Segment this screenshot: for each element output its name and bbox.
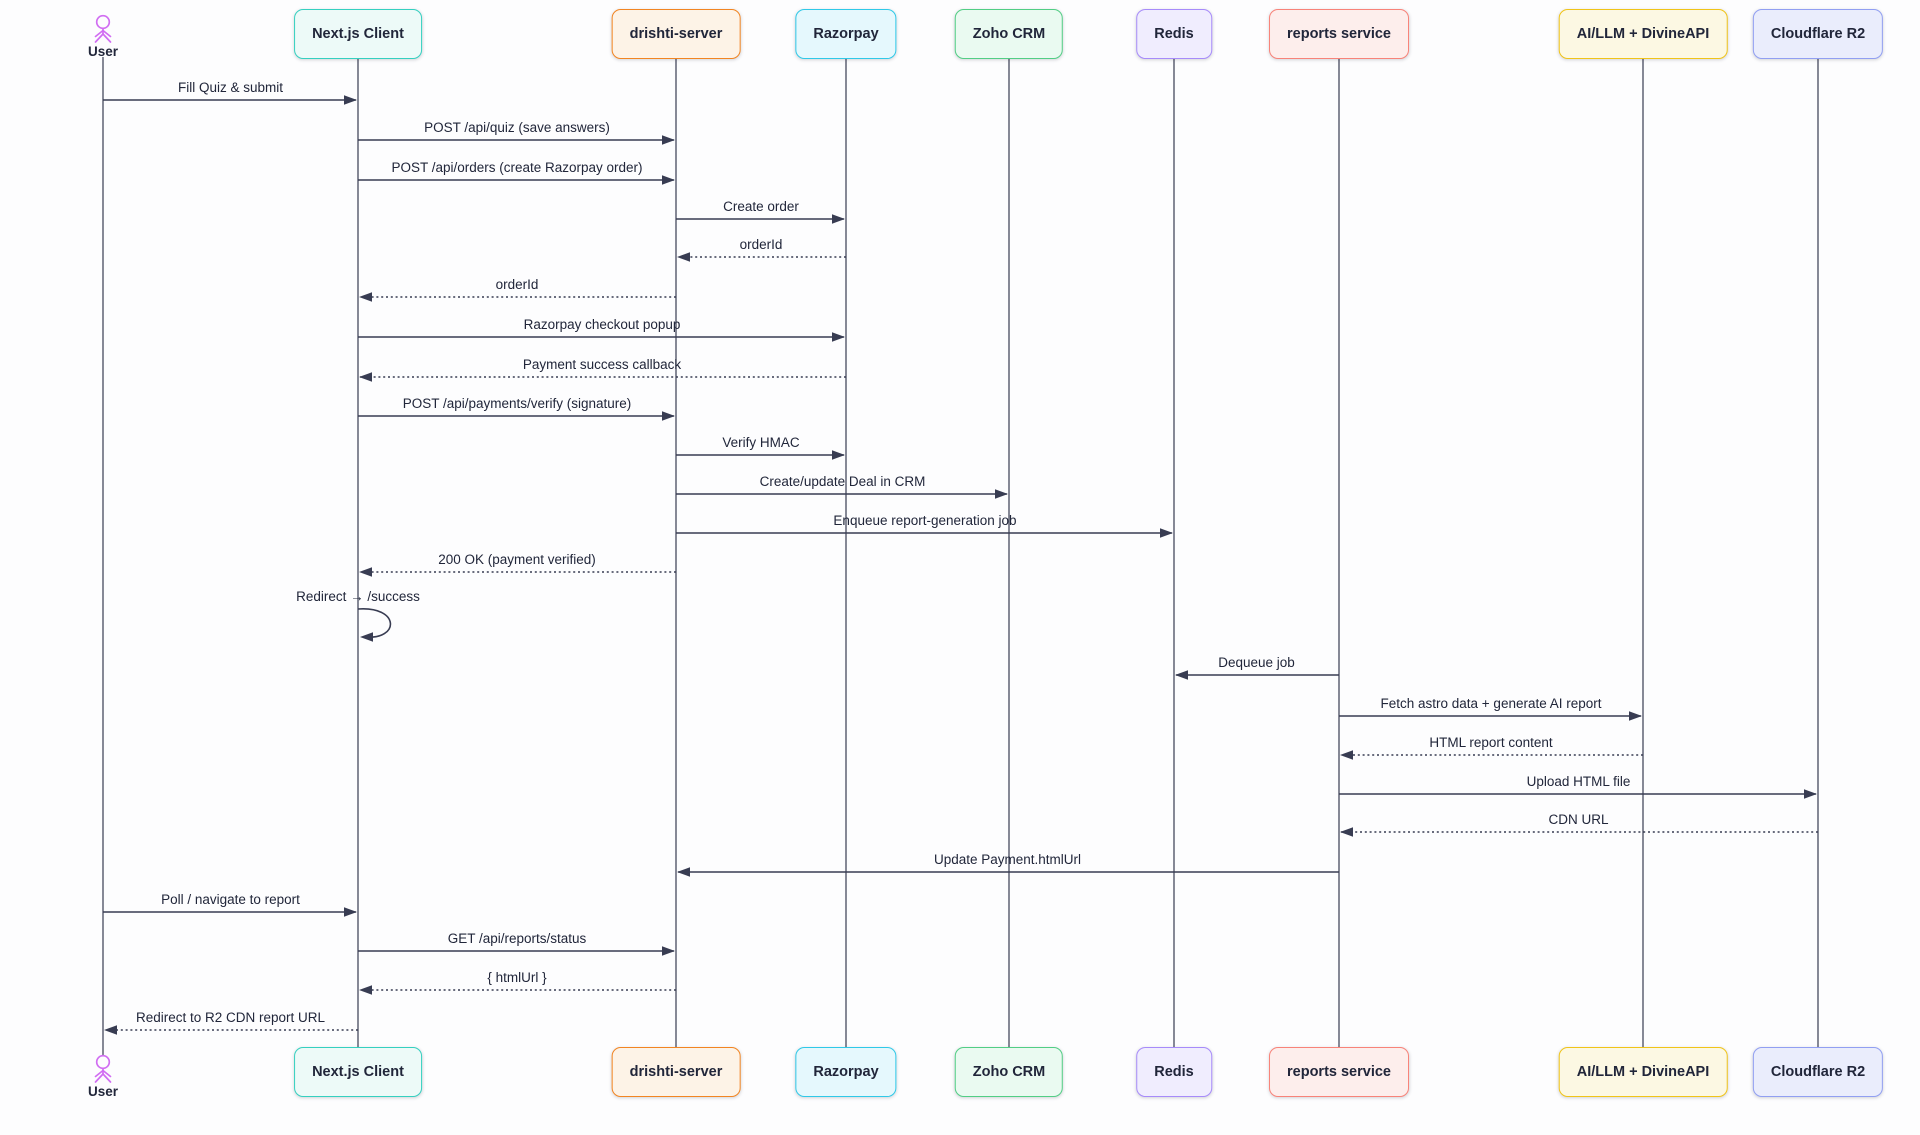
- arrowhead-icon: [1340, 750, 1353, 760]
- participant-box-razorpay-bottom: Razorpay: [795, 1047, 897, 1097]
- message-label: Create/update Deal in CRM: [759, 474, 926, 489]
- participant-box-reports-bottom: reports service: [1269, 1047, 1409, 1097]
- arrowhead-icon: [359, 985, 372, 995]
- arrowhead-icon: [359, 567, 372, 577]
- message-label: POST /api/payments/verify (signature): [402, 396, 632, 411]
- participant-box-r2-top: Cloudflare R2: [1752, 9, 1884, 59]
- message-label: GET /api/reports/status: [447, 931, 587, 946]
- arrowhead-icon: [344, 907, 357, 917]
- arrowhead-icon: [1340, 827, 1353, 837]
- message-label: Upload HTML file: [1526, 774, 1631, 789]
- message-label: Razorpay checkout popup: [523, 317, 681, 332]
- message-label: Create order: [723, 199, 799, 214]
- participant-box-razorpay-top: Razorpay: [795, 9, 897, 59]
- message-label: Dequeue job: [1218, 655, 1295, 670]
- participant-box-zoho-top: Zoho CRM: [954, 9, 1064, 59]
- arrowhead-icon: [677, 252, 690, 262]
- participant-box-drishti-top: drishti-server: [611, 9, 741, 59]
- message-label: Payment success callback: [522, 357, 682, 372]
- message-label: { htmlUrl }: [487, 970, 547, 985]
- message-label: orderId: [739, 237, 783, 252]
- arrowhead-icon: [662, 411, 675, 421]
- message-label: Verify HMAC: [722, 435, 800, 450]
- arrowhead-icon: [360, 632, 373, 642]
- participant-box-redis-top: Redis: [1136, 9, 1212, 59]
- self-message-loop: [357, 608, 392, 638]
- participant-box-zoho-bottom: Zoho CRM: [954, 1047, 1064, 1097]
- message-label: Fill Quiz & submit: [177, 80, 284, 95]
- message-label: orderId: [495, 277, 539, 292]
- participant-box-redis-bottom: Redis: [1136, 1047, 1212, 1097]
- participant-box-ai-bottom: AI/LLM + DivineAPI: [1558, 1047, 1728, 1097]
- message-label: POST /api/orders (create Razorpay order): [391, 160, 643, 175]
- arrowhead-icon: [1160, 528, 1173, 538]
- participant-box-reports-top: reports service: [1269, 9, 1409, 59]
- participant-box-r2-bottom: Cloudflare R2: [1752, 1047, 1884, 1097]
- arrowhead-icon: [677, 867, 690, 877]
- message-label: CDN URL: [1548, 812, 1609, 827]
- arrowhead-icon: [995, 489, 1008, 499]
- arrowhead-icon: [1175, 670, 1188, 680]
- message-label: POST /api/quiz (save answers): [424, 120, 610, 135]
- user-actor-icon: [94, 14, 112, 43]
- arrowhead-icon: [832, 450, 845, 460]
- arrowhead-icon: [344, 95, 357, 105]
- arrowhead-icon: [832, 332, 845, 342]
- arrowhead-icon: [104, 1025, 117, 1035]
- participant-box-ai-top: AI/LLM + DivineAPI: [1558, 9, 1728, 59]
- message-label: Redirect to R2 CDN report URL: [135, 1010, 326, 1025]
- user-actor-icon: [94, 1054, 112, 1083]
- arrowhead-icon: [359, 292, 372, 302]
- arrowhead-icon: [1629, 711, 1642, 721]
- message-label: Fetch astro data + generate AI report: [1380, 696, 1602, 711]
- message-label: Poll / navigate to report: [161, 892, 300, 907]
- arrowhead-icon: [1804, 789, 1817, 799]
- arrowhead-icon: [662, 135, 675, 145]
- message-label: HTML report content: [1429, 735, 1553, 750]
- participant-box-nextjs-top: Next.js Client: [294, 9, 422, 59]
- message-label: 200 OK (payment verified): [438, 552, 596, 567]
- actor-label-user-top: User: [87, 44, 119, 59]
- arrowhead-icon: [662, 946, 675, 956]
- message-label: Redirect → /success: [296, 589, 420, 604]
- arrowhead-icon: [662, 175, 675, 185]
- participant-box-nextjs-bottom: Next.js Client: [294, 1047, 422, 1097]
- actor-label-user-bottom: User: [87, 1084, 119, 1099]
- message-label: Update Payment.htmlUrl: [933, 852, 1082, 867]
- arrowhead-icon: [359, 372, 372, 382]
- message-label: Enqueue report-generation job: [833, 513, 1017, 528]
- participant-box-drishti-bottom: drishti-server: [611, 1047, 741, 1097]
- arrowhead-icon: [832, 214, 845, 224]
